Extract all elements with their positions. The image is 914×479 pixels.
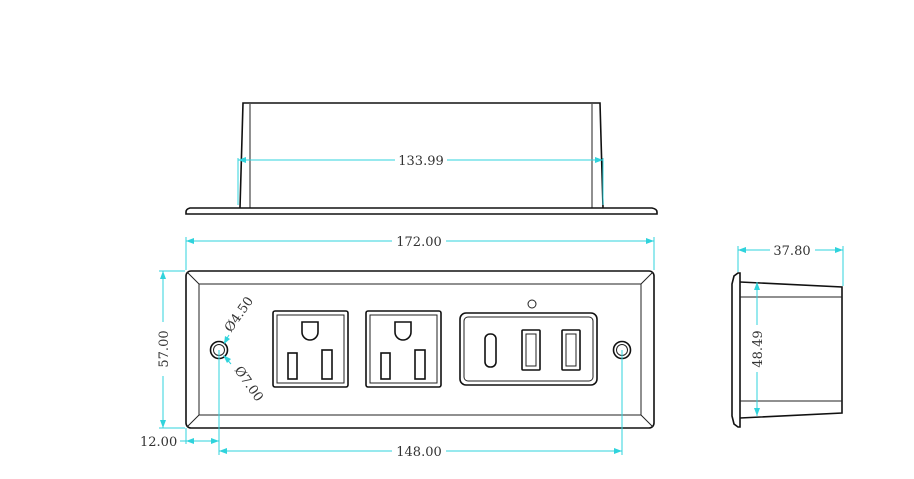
- dim-label-outer-dia: Ø7.00: [231, 364, 266, 405]
- usb-a-port-1: [521, 329, 541, 371]
- led-indicator: [527, 299, 537, 309]
- dim-133-99: 133.99: [237, 154, 604, 205]
- dim-label-inner-dia: Ø4.50: [222, 294, 257, 335]
- dim-12: 12.00: [140, 350, 220, 455]
- dim-label-hole-offset: 12.00: [140, 435, 177, 450]
- dim-48-49: 48.49: [751, 282, 766, 416]
- usb-a-port-2: [561, 329, 581, 371]
- dim-hole-diameters: Ø4.50 Ø7.00: [222, 294, 266, 404]
- dim-148: 148.00: [219, 350, 623, 460]
- usb-c-port: [484, 333, 497, 368]
- dim-172: 172.00: [185, 235, 655, 270]
- dim-label-hole-spacing: 148.00: [396, 445, 442, 460]
- dim-label-height: 57.00: [157, 330, 172, 367]
- dim-57: 57.00: [157, 270, 185, 429]
- dim-37-80: 37.80: [737, 244, 844, 286]
- ac-outlet-1: [272, 310, 349, 388]
- dim-label-overall-width: 172.00: [396, 235, 442, 250]
- front-view: 172.00 57.00 12.00 148.00 Ø4.50 Ø7.00: [140, 235, 655, 460]
- dim-label-depth: 37.80: [773, 244, 810, 259]
- side-view: 37.80 48.49: [731, 244, 844, 428]
- dim-label-top-width: 133.99: [398, 154, 444, 169]
- ac-outlet-2: [365, 310, 442, 388]
- dim-label-body-height: 48.49: [751, 330, 766, 367]
- usb-module: [459, 299, 598, 386]
- top-view: 133.99: [185, 102, 658, 215]
